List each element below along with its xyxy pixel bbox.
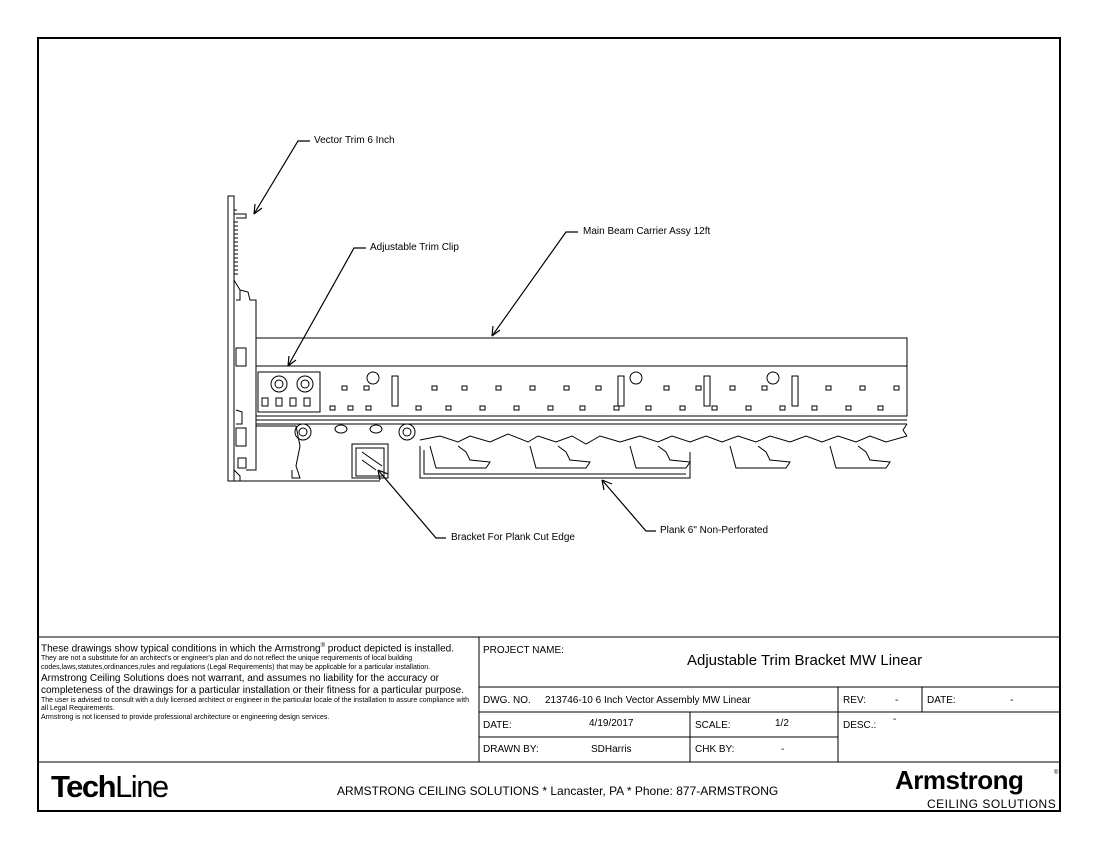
project-name: Adjustable Trim Bracket MW Linear: [687, 652, 923, 669]
desc-label: DESC.:: [843, 720, 877, 731]
armstrong-logo-subtitle: CEILING SOLUTIONS: [927, 797, 1057, 811]
desc-value: -: [893, 714, 897, 725]
company-info: ARMSTRONG CEILING SOLUTIONS * Lancaster,…: [337, 784, 779, 798]
leader-lines: [253, 140, 656, 539]
armstrong-trademark: ®: [1054, 770, 1059, 776]
dwg-no: 213746-10 6 Inch Vector Assembly MW Line…: [545, 695, 751, 706]
disclaimer-line-1: These drawings show typical conditions i…: [41, 643, 454, 655]
date-label: DATE:: [483, 720, 512, 731]
callout-trim-clip: Adjustable Trim Clip: [370, 242, 459, 253]
title-block-grid: [37, 636, 1061, 763]
callout-plank: Plank 6" Non-Perforated: [660, 525, 769, 536]
disclaimer-line-5: Armstrong is not licensed to provide pro…: [41, 714, 330, 722]
armstrong-logo: Armstrong: [895, 765, 1024, 795]
disclaimer-line-3: Armstrong Ceiling Solutions does not war…: [41, 672, 464, 696]
drawn-by-value: SDHarris: [591, 744, 632, 755]
drawing-sheet-border: [37, 37, 1061, 812]
rev-label: REV:: [843, 695, 866, 706]
plank-profile: [234, 425, 908, 482]
dwg-no-label: DWG. NO.: [483, 695, 531, 706]
adjustable-trim-clip: [235, 289, 257, 471]
techline-logo: TechLine: [51, 769, 169, 804]
clip-plate: [257, 371, 321, 413]
title-block: These drawings show typical conditions i…: [37, 637, 1061, 812]
disclaimer: These drawings show typical conditions i…: [41, 640, 477, 723]
callout-bracket: Bracket For Plank Cut Edge: [451, 532, 575, 543]
date-value-right: -: [1010, 695, 1014, 706]
rev-value: -: [895, 695, 899, 706]
callout-main-beam: Main Beam Carrier Assy 12ft: [583, 226, 711, 237]
chk-by-value: -: [781, 744, 785, 755]
project-name-label: PROJECT NAME:: [483, 645, 564, 656]
scale-label: SCALE:: [695, 720, 731, 731]
disclaimer-line-2: They are not a substitute for an archite…: [41, 655, 431, 672]
drawn-by-label: DRAWN BY:: [483, 744, 539, 755]
vector-trim: [227, 195, 247, 482]
scale-value: 1/2: [775, 718, 789, 729]
plank-cut-edge-bracket: [351, 443, 389, 479]
chk-by-label: CHK BY:: [695, 744, 735, 755]
fastener-screws: [294, 423, 416, 441]
main-beam-carrier: [255, 337, 908, 437]
callout-vector-trim: Vector Trim 6 Inch: [314, 135, 395, 146]
disclaimer-line-4: The user is advised to consult with a du…: [41, 696, 470, 713]
date-label-right: DATE:: [927, 695, 956, 706]
date-value: 4/19/2017: [589, 718, 634, 729]
